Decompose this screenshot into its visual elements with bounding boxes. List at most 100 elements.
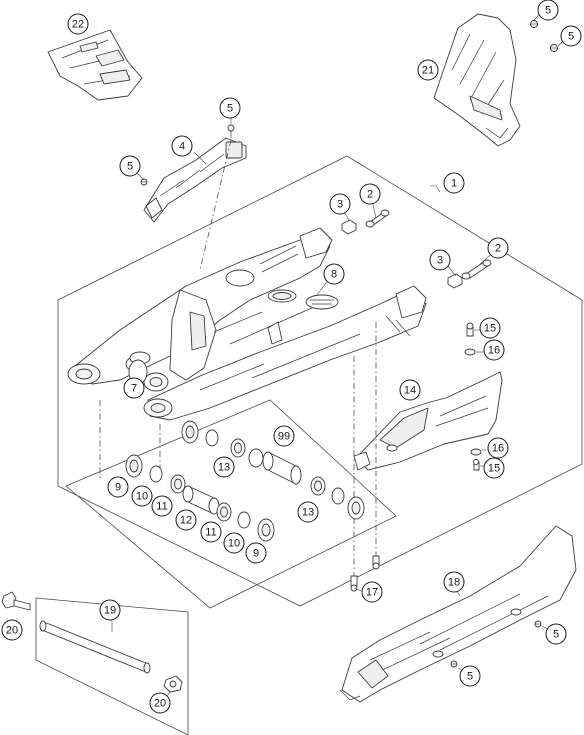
bolt-2-a (365, 209, 390, 228)
swingarm-pivot-axle-19 (39, 620, 151, 674)
callout-circle (273, 425, 295, 447)
callout-5: 5 (545, 623, 567, 645)
nut-20-axle (163, 675, 183, 693)
callout-circle (459, 665, 481, 687)
callout-circle (171, 135, 193, 157)
callout-circle (560, 25, 582, 47)
callout-17: 17 (361, 581, 383, 603)
callout-9: 9 (245, 542, 267, 564)
callout-number: 22 (72, 19, 84, 31)
bolt-5-guard-b (450, 660, 458, 668)
callout-number: 9 (115, 482, 121, 494)
callout-number: 5 (127, 161, 133, 173)
callout-number: 5 (227, 103, 233, 115)
bolt-5-fender-a (530, 20, 538, 28)
callout-2: 2 (487, 237, 509, 259)
bearing-kit-frame (65, 399, 397, 609)
callout-circle (479, 317, 501, 339)
callout-circle (487, 237, 509, 259)
callout-20: 20 (149, 692, 171, 714)
callout-number: 5 (553, 629, 559, 641)
bolt-5-guard-a (534, 620, 542, 628)
chain-guard-21 (433, 13, 521, 147)
callout-number: 20 (6, 625, 18, 637)
callout-circle (429, 249, 451, 271)
callout-21: 21 (417, 59, 439, 81)
callout-number: 11 (156, 501, 167, 513)
callout-circle (545, 623, 567, 645)
callout-number: 9 (253, 548, 259, 560)
screw-15-a (466, 322, 474, 337)
callout-number: 5 (568, 31, 574, 43)
bolt-20-standalone (1, 591, 31, 611)
callout-number: 12 (180, 515, 192, 527)
callout-circle (219, 97, 241, 119)
callout-circle (297, 501, 319, 523)
callout-number: 15 (484, 323, 496, 335)
callout-18: 18 (443, 571, 465, 593)
callout-22: 22 (67, 13, 89, 35)
callout-circle (149, 692, 171, 714)
screw-15-b (473, 459, 480, 471)
plates-8 (267, 289, 339, 310)
callout-circle (245, 542, 267, 564)
callout-16: 16 (487, 437, 509, 459)
callout-14: 14 (399, 379, 421, 401)
callout-circle (67, 13, 89, 35)
washer-16-b (470, 448, 482, 456)
callout-number: 3 (337, 199, 343, 211)
callout-number: 7 (131, 383, 137, 395)
callout-circle (483, 339, 505, 361)
chain-slider-14 (353, 371, 503, 471)
bolt-5-slider-a (227, 124, 235, 138)
callout-number: 18 (448, 577, 460, 589)
callout-10: 10 (223, 532, 245, 554)
callout-2: 2 (359, 183, 381, 205)
axle-kit-frame (35, 597, 189, 735)
callout-8: 8 (323, 263, 345, 285)
callout-15: 15 (483, 457, 505, 479)
chain-guide-22 (47, 29, 143, 101)
callout-circle (361, 581, 383, 603)
callout-circle (223, 532, 245, 554)
callout-7: 7 (123, 377, 145, 399)
callout-circle (151, 495, 173, 517)
callout-circle (99, 599, 121, 621)
callout-number: 2 (367, 189, 373, 201)
callout-circle (329, 193, 351, 215)
callout-circle (213, 456, 235, 478)
main-assembly-frame (57, 155, 583, 607)
callout-20: 20 (1, 619, 23, 641)
callout-16: 16 (483, 339, 505, 361)
callout-number: 99 (278, 431, 290, 443)
callout-1: 1 (443, 172, 465, 194)
callout-circle (359, 183, 381, 205)
callout-number: 17 (366, 587, 378, 599)
callout-circle (1, 619, 23, 641)
callout-10: 10 (131, 485, 153, 507)
callout-number: 13 (302, 507, 314, 519)
callout-circle (323, 263, 345, 285)
callout-number: 3 (437, 255, 443, 267)
callout-3: 3 (329, 193, 351, 215)
callout-circle (487, 437, 509, 459)
bearing-kit-99 (125, 420, 365, 542)
callout-13: 13 (213, 456, 235, 478)
callout-number: 19 (104, 605, 116, 617)
callout-number: 15 (488, 463, 500, 475)
callout-15: 15 (479, 317, 501, 339)
callout-number: 20 (154, 698, 166, 710)
callout-13: 13 (297, 501, 319, 523)
callout-circle (175, 509, 197, 531)
callout-number: 4 (179, 141, 185, 153)
callout-circle (119, 155, 141, 177)
nut-3-b (447, 273, 463, 289)
callout-circle (483, 457, 505, 479)
callout-4: 4 (171, 135, 193, 157)
callout-circle (131, 485, 153, 507)
bolt-2-b (461, 259, 492, 280)
callout-11: 11 (151, 495, 173, 517)
callout-5: 5 (119, 155, 141, 177)
callout-number: 5 (545, 5, 551, 17)
